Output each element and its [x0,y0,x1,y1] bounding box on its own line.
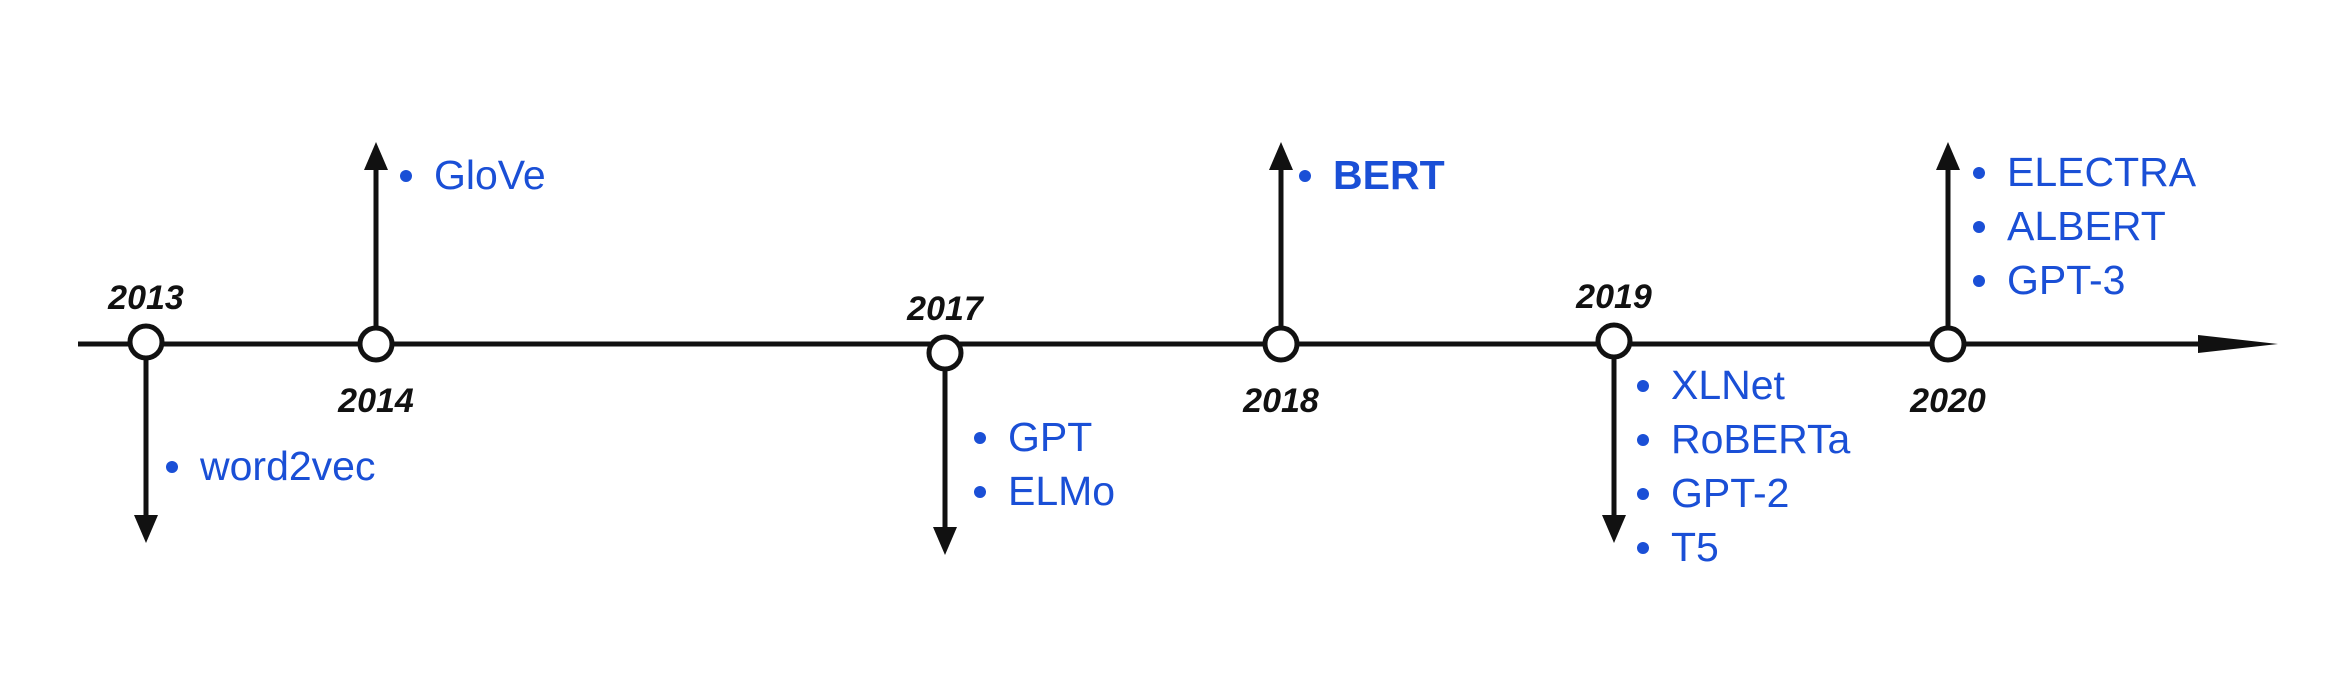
model-label-xlnet: XLNet [1671,362,1786,408]
year-label-2014: 2014 [337,382,414,420]
year-node-2018 [1262,325,1300,363]
bullet-icon [1299,170,1311,182]
model-label-elmo: ELMo [1008,468,1115,514]
year-label-2020: 2020 [1909,382,1986,420]
model-label-glove: GloVe [434,152,546,198]
year-node-2017 [926,334,964,372]
year-label-2018: 2018 [1242,382,1319,420]
event-2014: 2014 GloVe [337,142,546,420]
arrowhead-up-2014 [364,142,388,170]
year-node-2014 [357,325,395,363]
event-2013: 2013 word2vec [107,279,375,543]
bullet-icon [1973,275,1985,287]
year-node-2020 [1929,325,1967,363]
year-label-2013: 2013 [107,279,184,317]
bullet-icon [166,461,178,473]
model-label-gpt: GPT [1008,414,1092,460]
event-2018: 2018 BERT [1242,142,1445,420]
model-label-bert: BERT [1333,152,1445,198]
model-label-electra: ELECTRA [2007,149,2197,195]
bullet-icon [1637,380,1649,392]
bullet-icon [1637,434,1649,446]
model-label-t5: T5 [1671,524,1719,570]
bullet-icon [400,170,412,182]
arrowhead-down-2017 [933,527,957,555]
model-label-roberta: RoBERTa [1671,416,1850,462]
year-label-2019: 2019 [1575,278,1652,316]
arrowhead-up-2018 [1269,142,1293,170]
year-node-2013 [127,323,165,361]
bullet-icon [1973,221,1985,233]
arrowhead-down-2019 [1602,515,1626,543]
model-label-word2vec: word2vec [199,443,375,489]
year-node-2019 [1595,322,1633,360]
model-label-gpt-3: GPT-3 [2007,257,2125,303]
timeline-arrowhead [2198,335,2278,353]
bullet-icon [1973,167,1985,179]
arrowhead-up-2020 [1936,142,1960,170]
bullet-icon [1637,488,1649,500]
bullet-icon [1637,542,1649,554]
bullet-icon [974,486,986,498]
model-label-albert: ALBERT [2007,203,2166,249]
model-label-gpt-2: GPT-2 [1671,470,1789,516]
arrowhead-down-2013 [134,515,158,543]
event-2020: 2020 ELECTRA ALBERT GPT-3 [1909,142,2197,420]
bullet-icon [974,432,986,444]
year-label-2017: 2017 [906,290,985,328]
